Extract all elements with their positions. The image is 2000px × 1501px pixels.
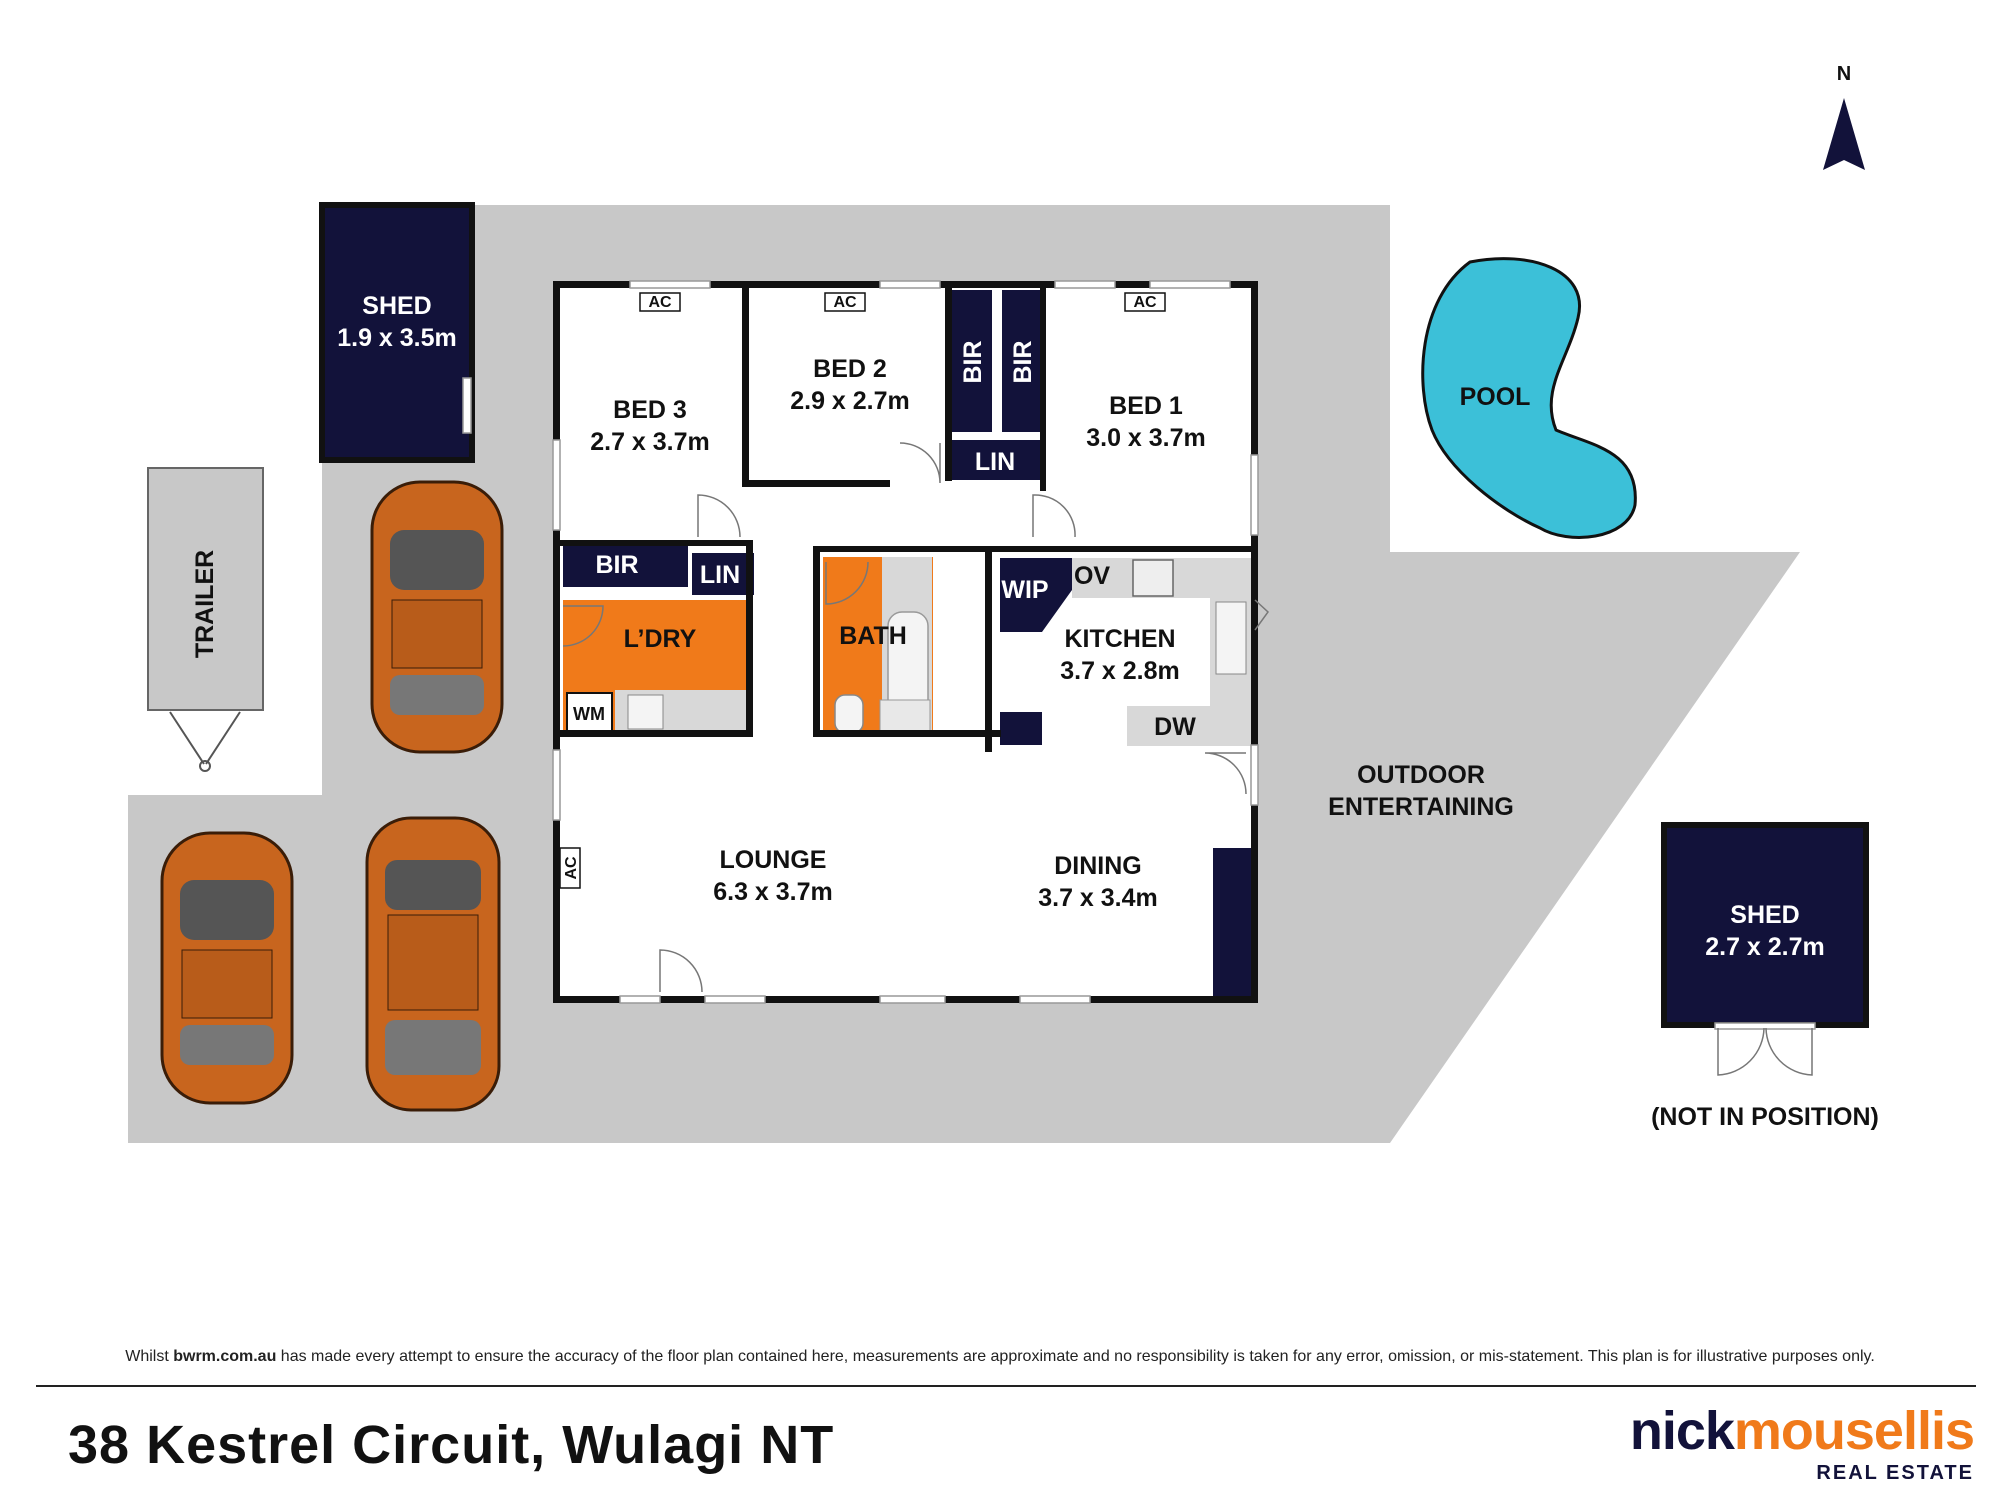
pool: [1421, 257, 1637, 539]
trailer-icon: [147, 467, 264, 772]
shed-right-size: 2.7 x 2.7m: [1705, 933, 1825, 961]
outdoor-line1: OUTDOOR: [1357, 761, 1485, 789]
shed-window: [462, 377, 472, 434]
pool-label: POOL: [1460, 383, 1531, 411]
north-label: N: [1837, 63, 1851, 85]
cooktop-icon: [1132, 559, 1174, 597]
dining-cupboard: [1213, 848, 1253, 998]
trailer-label: TRAILER: [191, 550, 219, 658]
shed-top-size: 1.9 x 3.5m: [337, 324, 457, 352]
toilet-icon: [834, 694, 864, 734]
brand-name-part: nick: [1629, 1401, 1735, 1461]
car-icon: [365, 816, 501, 1112]
wm-label: WM: [573, 704, 605, 724]
ac-label: AC: [648, 294, 672, 311]
ac-label: AC: [833, 294, 857, 311]
disclaimer-site-link: bwrm.com.au: [173, 1348, 277, 1365]
doors: [562, 442, 1269, 993]
north-arrow-icon: [1823, 98, 1865, 170]
outdoor-line2: ENTERTAINING: [1328, 793, 1514, 821]
windows: [552, 280, 1259, 1004]
ac-label: AC: [563, 856, 580, 880]
property-address: 38 Kestrel Circuit, Wulagi NT: [68, 1415, 835, 1475]
car-icon: [160, 831, 294, 1105]
laundry-name: L’DRY: [624, 625, 697, 653]
disclaimer-text: Whilst: [125, 1348, 174, 1365]
bir-label: BIR: [595, 551, 638, 579]
vanity-icon: [879, 699, 931, 735]
brand-logo: nickmousellis REAL ESTATE: [1629, 1401, 1975, 1485]
bed2-name: BED 2: [813, 355, 887, 383]
lin-label: LIN: [975, 448, 1015, 476]
shed-top-name: SHED: [362, 292, 431, 320]
shed-right-door: [1714, 1022, 1816, 1030]
bed3-size: 2.7 x 3.7m: [590, 428, 710, 456]
brand-name: nickmousellis: [1629, 1401, 1975, 1461]
kitchen-size: 3.7 x 2.8m: [1060, 657, 1180, 685]
disclaimer: Whilst bwrm.com.au has made every attemp…: [0, 1348, 2000, 1366]
wip-label: WIP: [1001, 576, 1048, 604]
kitchen-bench-dw: [1127, 706, 1252, 746]
divider: [36, 1385, 1976, 1387]
ac-units: AC AC AC AC: [559, 292, 1166, 889]
bed1-size: 3.0 x 3.7m: [1086, 424, 1206, 452]
sink-icon: [1215, 601, 1247, 675]
brand-name-part: mousellis: [1733, 1401, 1975, 1461]
lounge-size: 6.3 x 3.7m: [713, 878, 833, 906]
bir-label: BIR: [959, 340, 987, 383]
lin-label: LIN: [700, 561, 740, 589]
basin-icon: [627, 694, 664, 730]
lounge-name: LOUNGE: [720, 846, 827, 874]
ac-label: AC: [1133, 294, 1157, 311]
bath-name: BATH: [839, 622, 907, 650]
shed-right: [1661, 822, 1869, 1028]
ov-label: OV: [1074, 562, 1110, 590]
kitchen-name: KITCHEN: [1064, 625, 1175, 653]
bed3-name: BED 3: [613, 396, 687, 424]
wip-block: [1000, 558, 1072, 632]
disclaimer-text: has made every attempt to ensure the acc…: [276, 1348, 1875, 1365]
shed-top: [319, 202, 475, 463]
pantry-block: [1000, 712, 1042, 745]
brand-subtitle: REAL ESTATE: [1816, 1462, 1974, 1484]
dw-label: DW: [1154, 713, 1196, 741]
lin-hall: [950, 440, 1040, 480]
bir-bed2: [952, 290, 992, 432]
bed2-size: 2.9 x 2.7m: [790, 387, 910, 415]
shed-right-note: (NOT IN POSITION): [1651, 1103, 1879, 1131]
lin-bed3: [692, 553, 754, 595]
shed-right-name: SHED: [1730, 901, 1799, 929]
car-icon: [370, 480, 504, 754]
bir-bed3: [563, 545, 688, 587]
dining-name: DINING: [1054, 852, 1142, 880]
bed1-name: BED 1: [1109, 392, 1183, 420]
bir-bed1: [1002, 290, 1042, 432]
bir-label: BIR: [1009, 340, 1037, 383]
dining-size: 3.7 x 3.4m: [1038, 884, 1158, 912]
